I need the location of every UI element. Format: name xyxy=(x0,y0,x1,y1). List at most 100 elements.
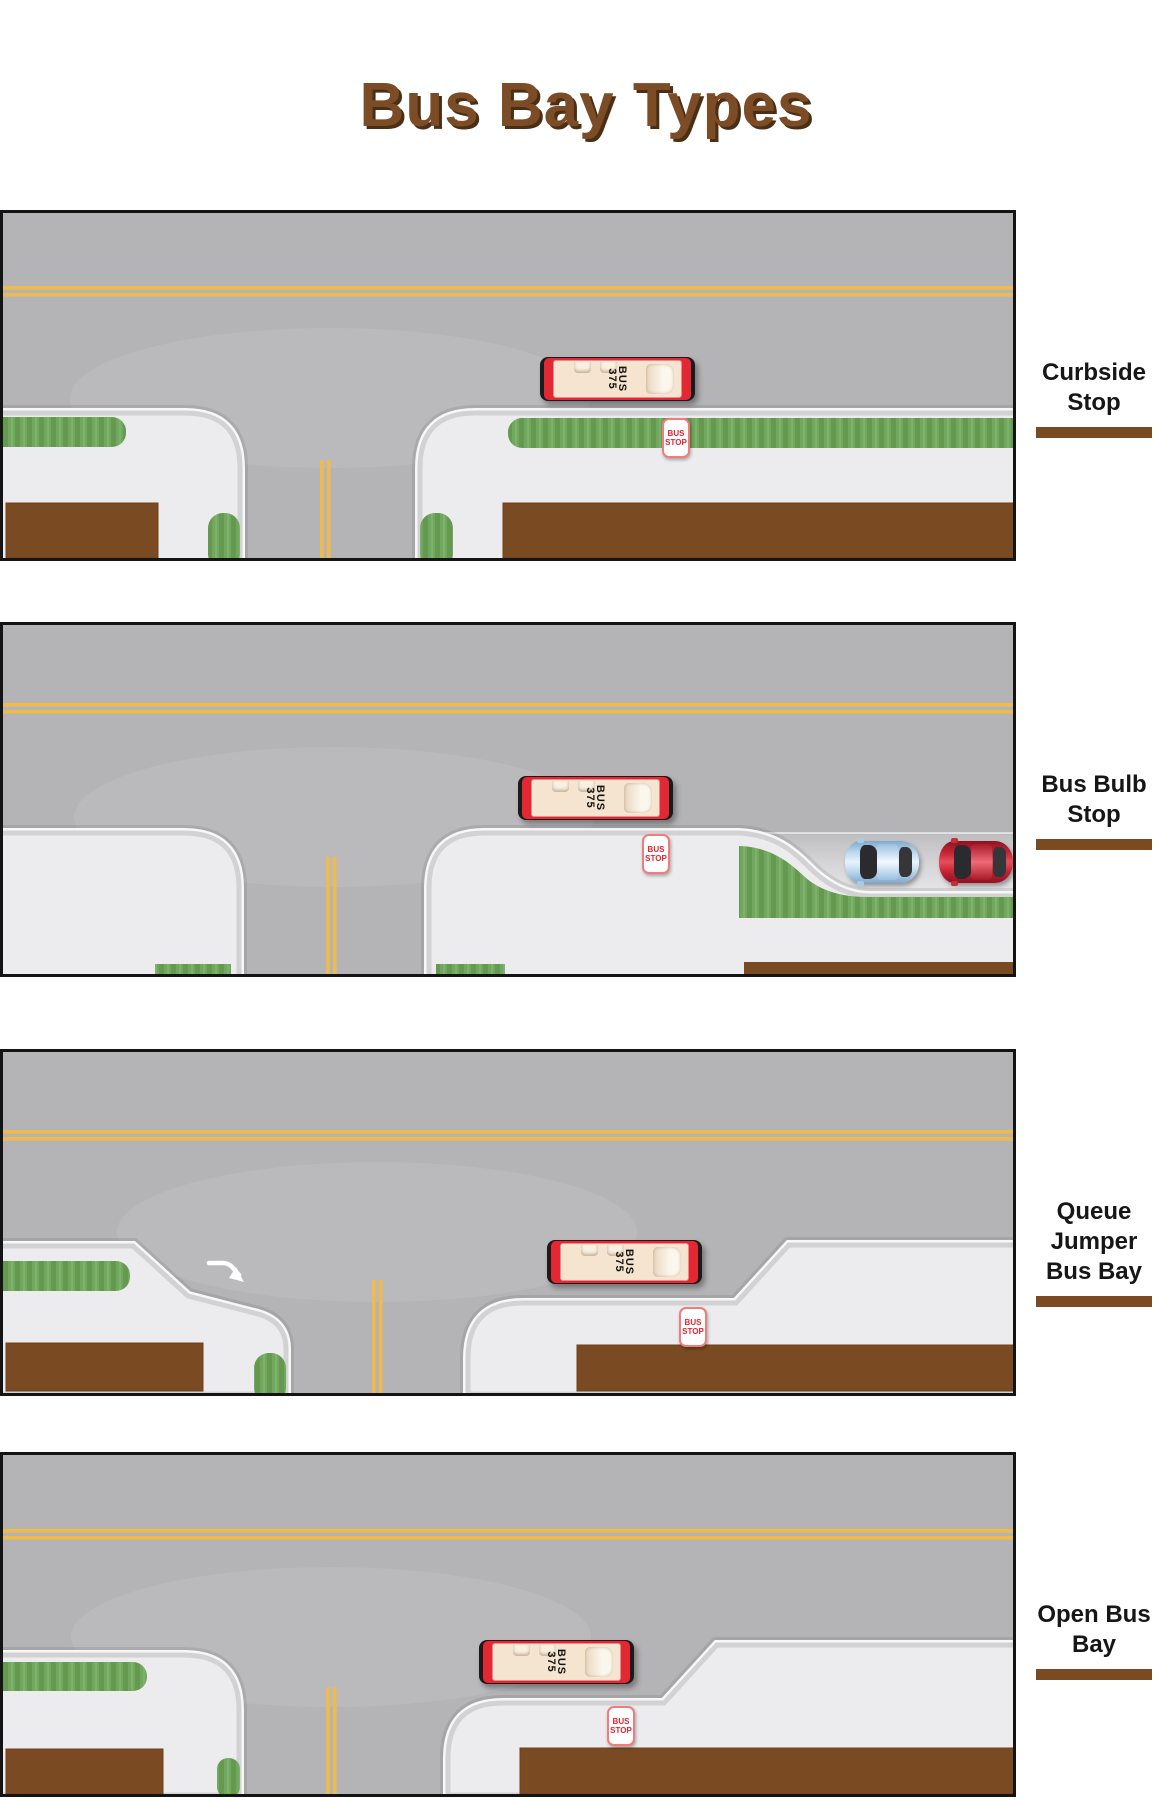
side-street-line xyxy=(320,460,324,558)
row-bus-bulb-stop: BUS 375 BUS STOP xyxy=(0,622,1172,977)
bus-number: BUS 375 xyxy=(532,780,659,816)
grass-strip-right xyxy=(739,846,1013,918)
building-right xyxy=(744,962,1013,974)
label-open-bus-bay: Open Bus Bay xyxy=(1016,1600,1172,1680)
bus-number-line2: 375 xyxy=(545,1651,558,1673)
bus-number: BUS 375 xyxy=(493,1644,620,1680)
center-line xyxy=(3,1137,1013,1141)
side-street-line xyxy=(327,460,331,558)
page-title: Bus Bay Types xyxy=(359,70,813,140)
bus-door-icon xyxy=(600,362,617,373)
bus: BUS 375 xyxy=(547,1240,702,1284)
bus-windshield-icon xyxy=(653,1247,681,1277)
building-left xyxy=(5,1342,204,1392)
label-line: Queue xyxy=(1056,1198,1132,1225)
bus-bulb-scene xyxy=(3,625,1013,974)
bus-stop-sign-line2: STOP xyxy=(645,854,667,863)
center-line xyxy=(3,1130,1013,1134)
bus-number-line2: 375 xyxy=(606,368,619,390)
road-sheen xyxy=(117,1162,637,1302)
car-mirror-icon xyxy=(857,838,864,843)
label-line: Open Bus xyxy=(1037,1601,1151,1628)
bus-stop-sign: BUS STOP xyxy=(662,418,690,458)
bus-door-icon xyxy=(552,781,569,792)
bus-stop-sign-line1: BUS xyxy=(647,845,665,854)
grass-strip-right xyxy=(508,418,1013,448)
panel-queue-jumper-bus-bay: BUS 375 BUS STOP xyxy=(0,1049,1016,1396)
bus-stop-sign-line1: BUS xyxy=(667,429,685,438)
car-rear-window-icon xyxy=(993,847,1006,877)
bus-stop-sign-line2: STOP xyxy=(665,438,687,447)
label-underline xyxy=(1036,1296,1152,1307)
bus-windshield-icon xyxy=(585,1647,613,1677)
car-red xyxy=(939,838,1013,886)
label-line: Bay xyxy=(1071,1631,1117,1658)
car-blue xyxy=(845,838,919,886)
side-street-line xyxy=(326,1687,330,1794)
grass-patch xyxy=(436,964,505,974)
bus-door-icon xyxy=(513,1645,530,1656)
queue-jumper-scene xyxy=(3,1052,1013,1393)
label-bus-bulb-stop: Bus Bulb Stop xyxy=(1016,770,1172,850)
label-line: Stop xyxy=(1067,389,1121,416)
bus-door-icon xyxy=(607,1245,624,1256)
bus-door-icon xyxy=(574,362,591,373)
label-underline xyxy=(1036,839,1152,850)
panel-curbside-stop: BUS 375 BUS STOP xyxy=(0,210,1016,561)
bus-number-line1: BUS xyxy=(616,365,629,393)
car-mirror-icon xyxy=(951,838,958,843)
bulb-sidewalk xyxy=(421,825,1013,974)
side-street-line xyxy=(326,857,330,974)
car-windshield-icon xyxy=(860,845,877,879)
label-queue-jumper-bus-bay: Queue Jumper Bus Bay xyxy=(1016,1197,1172,1307)
bus-number-line1: BUS xyxy=(594,784,607,812)
center-line xyxy=(3,286,1013,290)
grass-patch xyxy=(155,964,231,974)
bus-windshield-icon xyxy=(646,364,674,394)
bus-stop-sign: BUS STOP xyxy=(607,1706,635,1746)
open-bus-bay-scene xyxy=(3,1455,1013,1794)
bus-number-line2: 375 xyxy=(613,1251,626,1273)
label-line: Curbside xyxy=(1041,359,1146,386)
grass-strip-left xyxy=(3,1261,130,1291)
center-line xyxy=(3,1536,1013,1540)
row-open-bus-bay: BUS 375 BUS STOP Open Bus Bay xyxy=(0,1452,1172,1797)
bus-windshield-icon xyxy=(624,783,652,813)
building-right xyxy=(576,1344,1013,1392)
bus-number: BUS 375 xyxy=(561,1244,688,1280)
bus-number-line1: BUS xyxy=(555,1648,568,1676)
merge-arrow-icon xyxy=(206,1260,244,1282)
car-mirror-icon xyxy=(857,881,864,886)
bus-stop-sign-line2: STOP xyxy=(682,1327,704,1336)
bus-door-icon xyxy=(578,781,595,792)
building-left xyxy=(5,502,159,558)
bus-door-icon xyxy=(539,1645,556,1656)
bus-number: BUS 375 xyxy=(554,361,681,397)
bus-body: BUS 375 xyxy=(560,1243,689,1281)
building-left xyxy=(5,1748,164,1794)
center-line xyxy=(3,293,1013,297)
label-line: Stop xyxy=(1067,801,1121,828)
building-right xyxy=(519,1747,1013,1794)
left-sidewalk xyxy=(3,825,247,974)
bus-body: BUS 375 xyxy=(531,779,660,817)
bus-stop-sign-line1: BUS xyxy=(684,1318,702,1327)
bus-body: BUS 375 xyxy=(492,1643,621,1681)
panel-bus-bulb-stop: BUS 375 BUS STOP xyxy=(0,622,1016,977)
panel-open-bus-bay: BUS 375 BUS STOP xyxy=(0,1452,1016,1797)
center-line xyxy=(3,703,1013,707)
row-queue-jumper: BUS 375 BUS STOP Queue Jumper Bus Bay xyxy=(0,1049,1172,1396)
bus-door-icon xyxy=(581,1245,598,1256)
bus-number-line1: BUS xyxy=(623,1248,636,1276)
bus-stop-sign: BUS STOP xyxy=(679,1307,707,1347)
side-street-line xyxy=(333,1687,337,1794)
grass-strip-left xyxy=(3,1662,147,1691)
row-curbside-stop: BUS 375 BUS STOP Curbside Stop xyxy=(0,210,1172,561)
bus: BUS 375 xyxy=(540,357,695,401)
side-street-line xyxy=(372,1280,376,1393)
hedge-bush xyxy=(208,513,240,558)
center-line xyxy=(3,710,1013,714)
hedge-bush xyxy=(217,1758,240,1794)
bus: BUS 375 xyxy=(518,776,673,820)
